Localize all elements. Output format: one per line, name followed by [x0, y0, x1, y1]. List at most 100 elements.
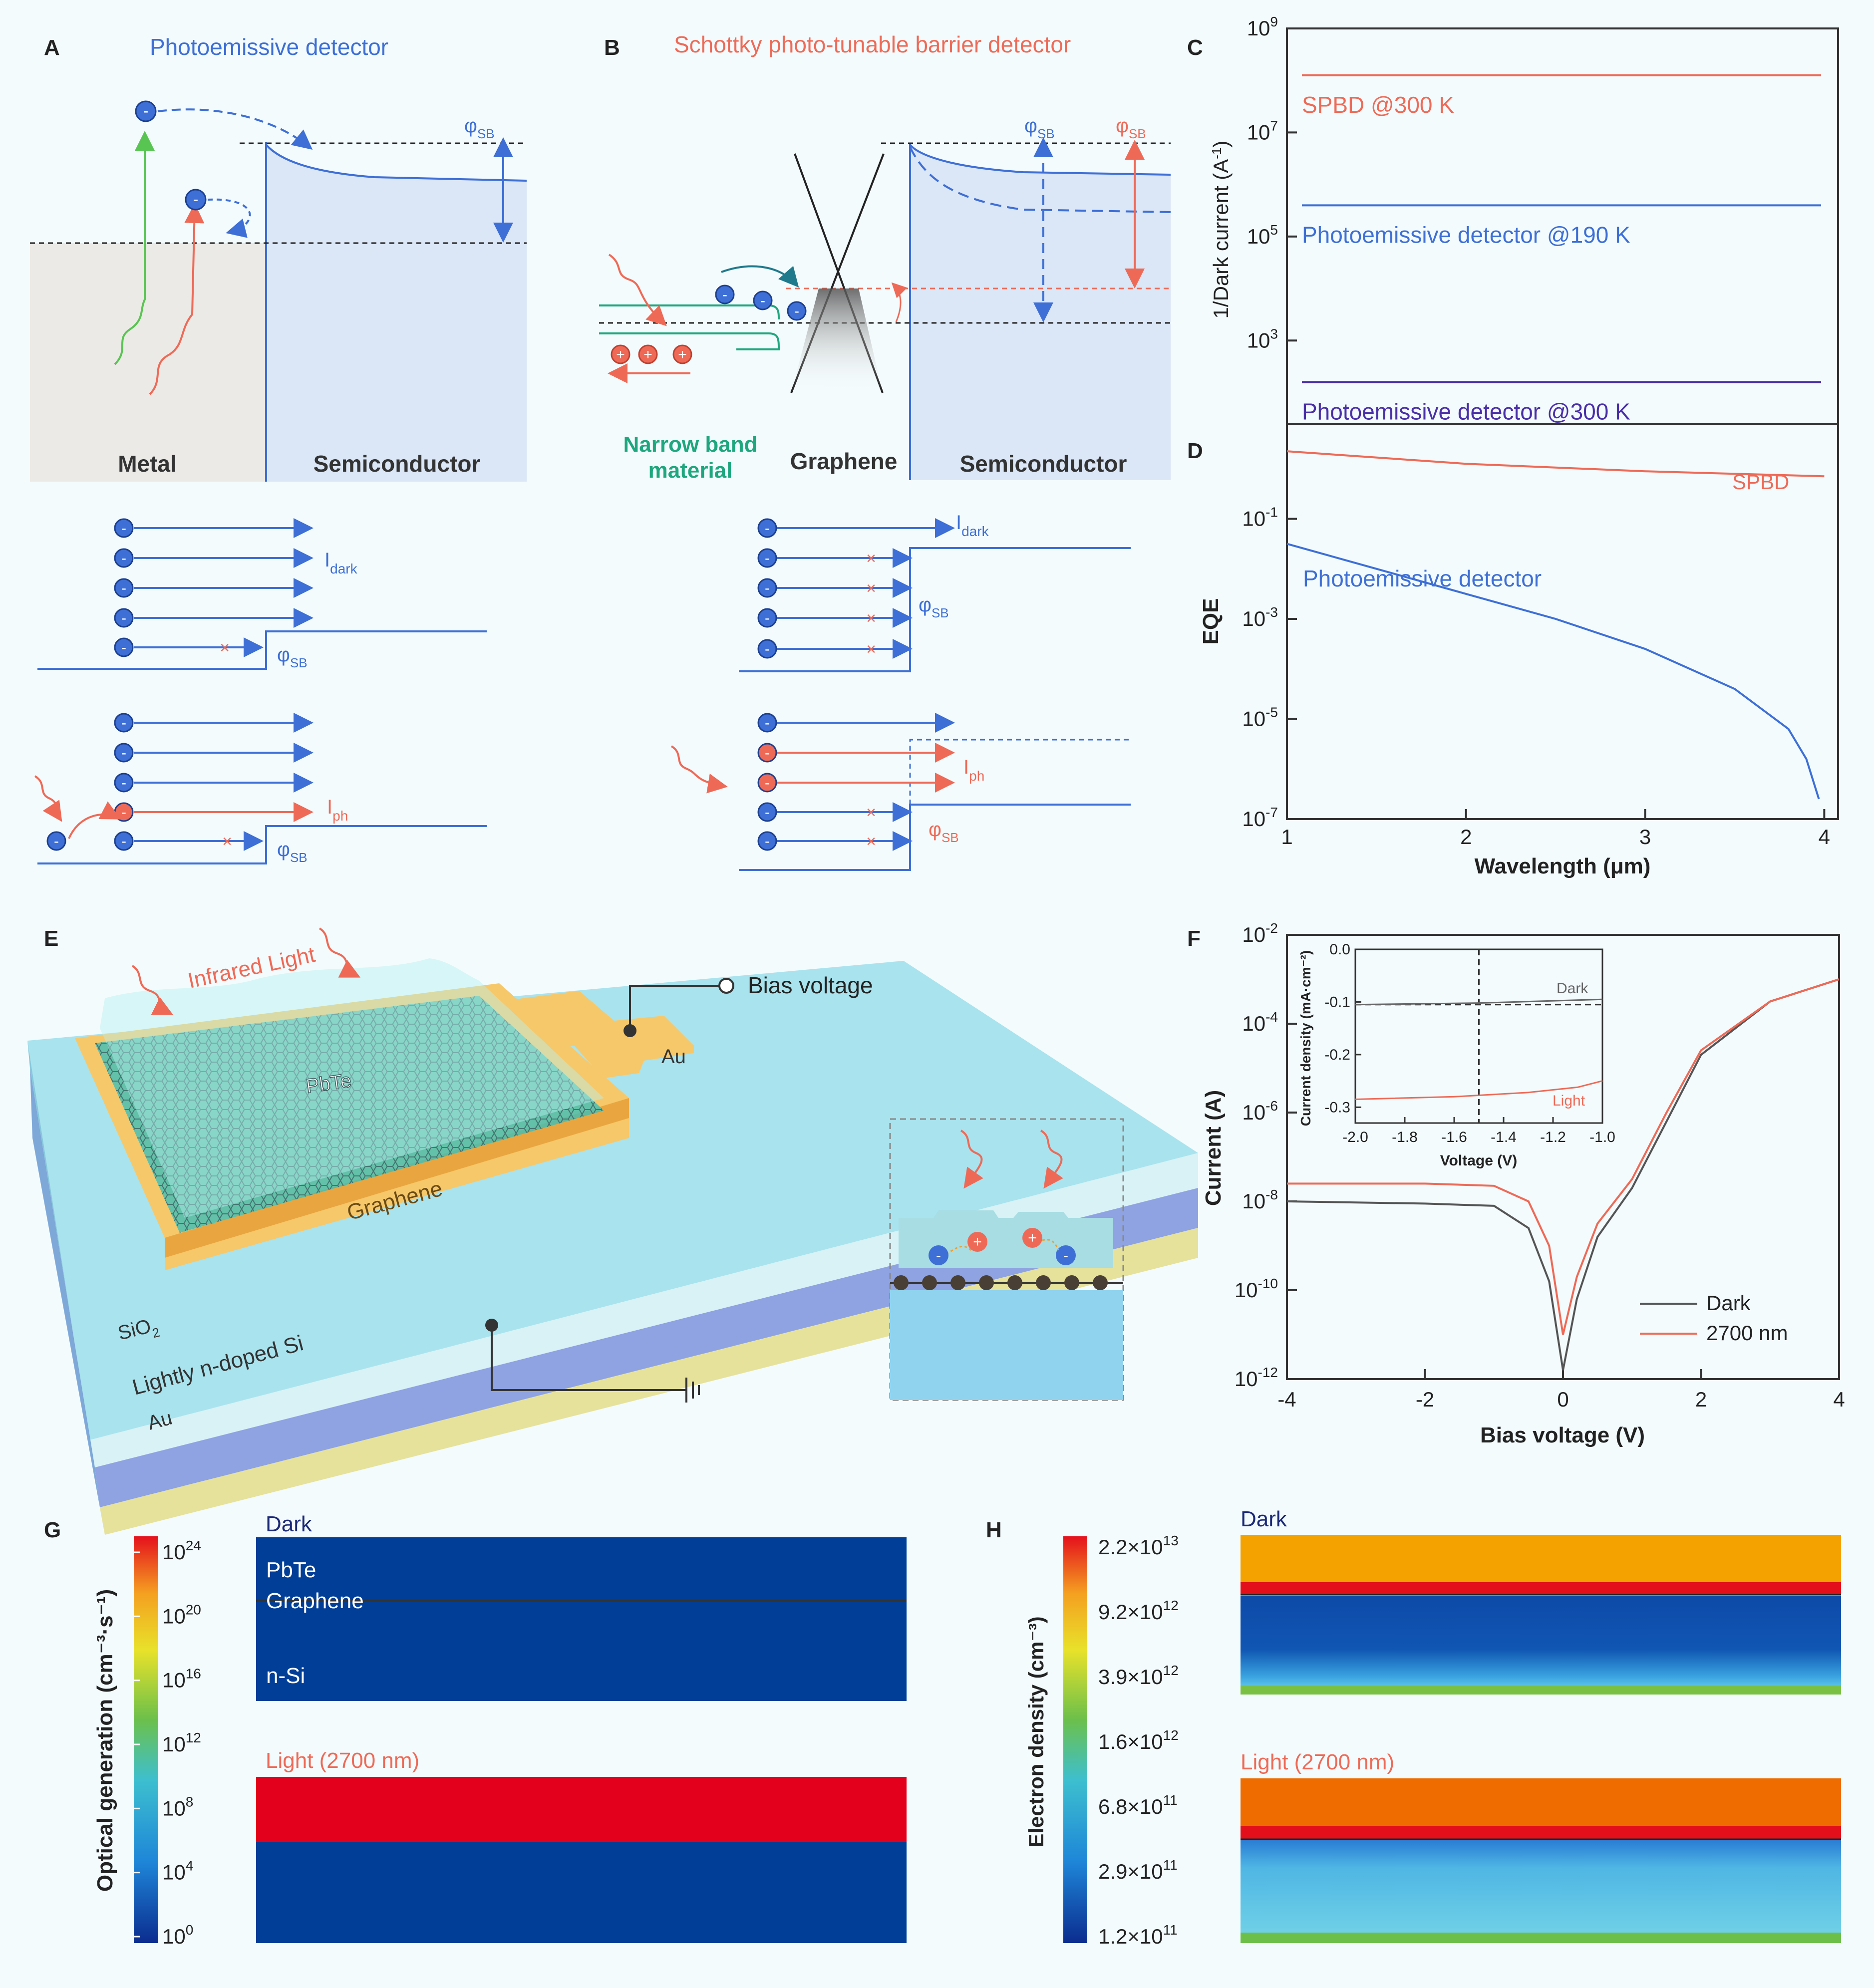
colorbar-tick: 3.9×1012 — [1098, 1663, 1179, 1689]
svg-text:-: - — [765, 775, 770, 791]
graphene-atom — [1093, 1275, 1108, 1290]
series-label-spbd: SPBD — [1732, 470, 1789, 494]
light-map-pbte — [256, 1777, 907, 1842]
dark-map — [1241, 1535, 1841, 1695]
legend-2700nm: 2700 nm — [1706, 1321, 1788, 1345]
y-tick-label: 10-3 — [1242, 604, 1278, 630]
svg-text:-: - — [765, 550, 770, 567]
phi-sb-label: φSB — [1116, 115, 1146, 141]
graphene-atom — [1064, 1275, 1079, 1290]
electron-icon — [757, 743, 777, 763]
semiconductor-label: Semiconductor — [960, 451, 1127, 477]
phi-sb-label: φSB — [929, 819, 959, 845]
y-tick-label: 10-10 — [1235, 1276, 1278, 1302]
svg-text:-: - — [143, 102, 149, 120]
svg-text:+: + — [678, 346, 687, 363]
colorbar-label: Optical generation (cm⁻³·s⁻¹) — [93, 1589, 117, 1892]
phi-sb-label: φSB — [919, 594, 949, 620]
inset-x-tick: -1.2 — [1540, 1129, 1566, 1145]
bias-label: Bias voltage — [748, 972, 873, 998]
y-tick-label: 109 — [1247, 14, 1278, 40]
svg-text:+: + — [973, 1234, 982, 1250]
panel-a-title: Photoemissive detector — [150, 34, 388, 60]
x-axis-label: Bias voltage (V) — [1480, 1423, 1645, 1447]
svg-text:-: - — [121, 639, 126, 656]
panel-b: B Schottky photo-tunable barrier detecto… — [599, 31, 1171, 483]
svg-text:-: - — [193, 190, 199, 208]
electron-icon — [114, 773, 134, 793]
svg-text:-: - — [121, 520, 126, 537]
colorbar-tick: 100 — [162, 1922, 193, 1948]
electron-icon — [114, 608, 134, 628]
dark-title: Dark — [266, 1512, 312, 1536]
electron-icon — [757, 802, 777, 822]
panel-h: H 2.2×10139.2×10123.9×10121.6×10126.8×10… — [986, 1507, 1841, 1948]
conduction-band — [909, 144, 1171, 176]
au-top-label: Au — [661, 1046, 686, 1068]
colorbar-tick: 1.2×1011 — [1098, 1922, 1178, 1948]
electron-icon — [757, 831, 777, 851]
i-ph-label: Iph — [327, 796, 348, 824]
x-tick-label: 1 — [1281, 825, 1292, 849]
phi-sb-label: φSB — [277, 644, 308, 670]
blocked-icon: × — [866, 832, 876, 851]
inset-y-label: Current density (mA·cm⁻²) — [1298, 950, 1313, 1126]
y-tick-label: 103 — [1247, 326, 1278, 352]
panel-g-letter: G — [44, 1518, 61, 1542]
svg-text:-: - — [794, 303, 799, 319]
colorbar-tick: 1020 — [162, 1602, 201, 1628]
svg-text:-: - — [760, 292, 765, 309]
electron-icon — [114, 548, 134, 568]
svg-text:-: - — [121, 580, 126, 596]
x-tick-label: -4 — [1277, 1388, 1296, 1411]
lowered-band — [909, 147, 1171, 213]
line-label: Photoemissive detector @190 K — [1302, 222, 1630, 248]
svg-text:-: - — [1063, 1247, 1068, 1264]
inset-y-tick: -0.3 — [1324, 1099, 1350, 1116]
graphene-label: Graphene — [790, 448, 898, 474]
phi-sb-label: φSB — [277, 839, 308, 865]
semiconductor-region — [910, 145, 1171, 480]
svg-text:-: - — [121, 833, 126, 850]
y-tick-label: 10-7 — [1242, 805, 1278, 831]
graphene-label: Graphene — [266, 1589, 364, 1613]
panel-a-letter: A — [44, 35, 60, 60]
panel-h-letter: H — [986, 1518, 1002, 1542]
colorbar — [1063, 1536, 1087, 1943]
svg-text:+: + — [616, 346, 625, 363]
x-axis-label: Wavelength (μm) — [1475, 854, 1651, 878]
svg-text:-: - — [765, 804, 770, 821]
metal-label: Metal — [118, 451, 177, 477]
sio2-label: SiO2 — [116, 1313, 162, 1349]
svg-text:-: - — [765, 580, 770, 596]
graphene-atom — [950, 1275, 965, 1290]
inset-light-label: Light — [1553, 1093, 1585, 1109]
inset-x-tick: -1.4 — [1491, 1129, 1517, 1145]
inset-y-tick: -0.1 — [1324, 994, 1350, 1010]
svg-text:-: - — [765, 745, 770, 761]
conduction-band — [265, 144, 527, 182]
inset-dark-label: Dark — [1557, 980, 1588, 997]
electron-icon — [757, 713, 777, 733]
pbte-label: PbTe — [266, 1558, 316, 1582]
eqe-series — [1286, 543, 1820, 800]
y-tick-label: 10-6 — [1242, 1098, 1278, 1124]
y-tick-label: 105 — [1247, 222, 1278, 248]
semiconductor-label: Semiconductor — [313, 451, 481, 477]
svg-text:-: - — [765, 833, 770, 850]
colorbar-tick: 2.2×1013 — [1098, 1533, 1179, 1559]
light-title: Light (2700 nm) — [1241, 1750, 1394, 1774]
colorbar-tick: 9.2×1012 — [1098, 1598, 1179, 1624]
inset-x-label: Voltage (V) — [1440, 1152, 1517, 1169]
phi-sb-label: φSB — [464, 115, 495, 141]
inset-x-tick: -1.0 — [1589, 1129, 1615, 1145]
y-axis-label: 1/Dark current (A-1) — [1209, 141, 1233, 319]
series-label-photoemissive: Photoemissive detector — [1303, 566, 1542, 591]
narrow-band-label: Narrow band — [624, 432, 758, 457]
svg-text:-: - — [765, 641, 770, 657]
electron-icon — [114, 637, 134, 657]
blocked-icon: × — [866, 803, 876, 822]
panel-f-letter: F — [1187, 926, 1201, 951]
panel-a: A Photoemissive detector φSB - - Metal S… — [30, 34, 527, 482]
